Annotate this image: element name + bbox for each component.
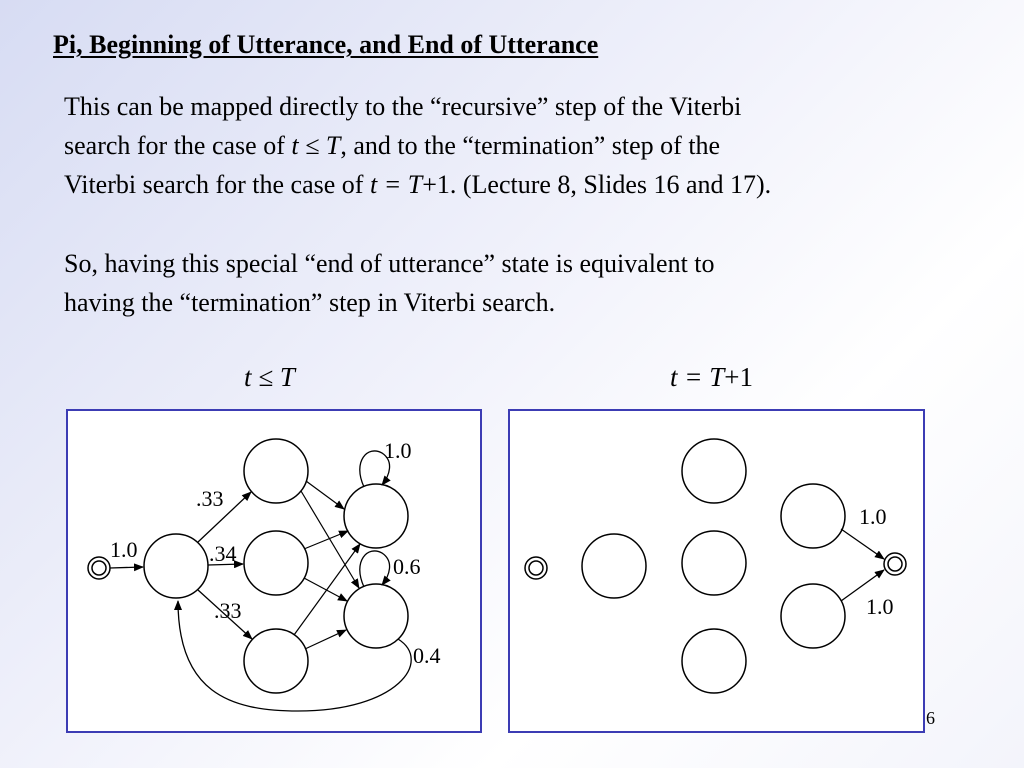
condition-left-label: t ≤ T [244,362,295,393]
arrow-start-top [197,491,252,543]
state-bottom [243,628,309,694]
paragraph1-line3: Viterbi search for the case of t = T+1. … [64,165,1014,204]
paragraph1-line3-text-end: +1. (Lecture 8, Slides 16 and 17). [422,170,772,199]
self-loop-upper [359,450,391,488]
arrow-middle-lower [303,577,348,602]
diagram-termination-step: 1.0 1.0 [508,409,925,733]
page-number: 6 [926,708,935,728]
paragraph2-line2: having the “termination” step in Viterbi… [64,288,556,317]
state-middle [243,530,309,596]
state-bottom [681,628,747,694]
state-right-upper [343,483,409,549]
arrow-top-lower [300,490,360,589]
slide-title: Pi, Beginning of Utterance, and End of U… [53,30,599,59]
arrow-top-upper [305,480,345,510]
paragraph1-line1: This can be mapped directly to the “recu… [64,92,742,121]
arrow-middle-upper [303,530,349,550]
state-start [581,533,647,599]
state-top [243,438,309,504]
arrow-upper-final [840,528,885,560]
arrow-start-middle [207,560,244,569]
self-loop-lower [359,550,391,588]
paragraph1-line2-text-end: , and to the “termination” step of the [340,131,721,160]
diagram-recursive-step: 1.0 .33 .34 .33 1.0 0.6 0.4 [66,409,482,733]
label-top: .33 [196,486,224,511]
state-right-upper [780,483,846,549]
final-state-outer [883,552,907,576]
initial-state-outer [524,556,548,580]
paragraph1-line2-variable: t ≤ T [291,131,341,160]
condition-right-suffix: +1 [724,362,753,392]
state-right-lower [343,583,409,649]
condition-right-variable: t = T [670,362,725,392]
initial-state-inner [91,560,107,576]
state-start [143,533,209,599]
condition-right-label: t = T+1 [670,362,753,393]
state-top [681,438,747,504]
label-self-loop-upper: 1.0 [384,438,412,463]
paragraph1-line2-text: search for the case of [64,131,292,160]
paragraph1-line3-variable: t = T [369,170,423,199]
paragraph-end-of-utterance: So, having this special “end of utteranc… [64,244,964,322]
label-bottom: .33 [214,598,242,623]
label-back-loop: 0.4 [413,643,441,668]
state-middle [681,530,747,596]
paragraph-recursive-termination: This can be mapped directly to the “recu… [64,87,1014,204]
arrow-bottom-lower [304,629,347,650]
final-state-inner [887,556,903,572]
paragraph1-line2: search for the case of t ≤ T, and to the… [64,126,1014,165]
initial-state-inner [528,560,544,576]
state-right-lower [780,583,846,649]
arrow-start-bottom [197,589,253,640]
label-self-loop-lower: 0.6 [393,554,421,579]
diagram-right-svg: 1.0 1.0 [524,438,907,694]
label-middle: .34 [209,541,237,566]
condition-left-variable: t ≤ T [244,362,295,392]
arrow-lower-final [840,569,885,602]
arrow-bottom-upper [293,543,361,636]
label-lower-final: 1.0 [866,594,894,619]
back-loop-arrow [174,600,412,712]
paragraph2-line1: So, having this special “end of utteranc… [64,249,715,278]
label-upper-final: 1.0 [859,504,887,529]
diagram-left-svg: 1.0 .33 .34 .33 1.0 0.6 0.4 [87,438,441,712]
paragraph1-line3-text: Viterbi search for the case of [64,170,370,199]
arrow-entry [109,563,144,572]
label-entry: 1.0 [110,537,138,562]
